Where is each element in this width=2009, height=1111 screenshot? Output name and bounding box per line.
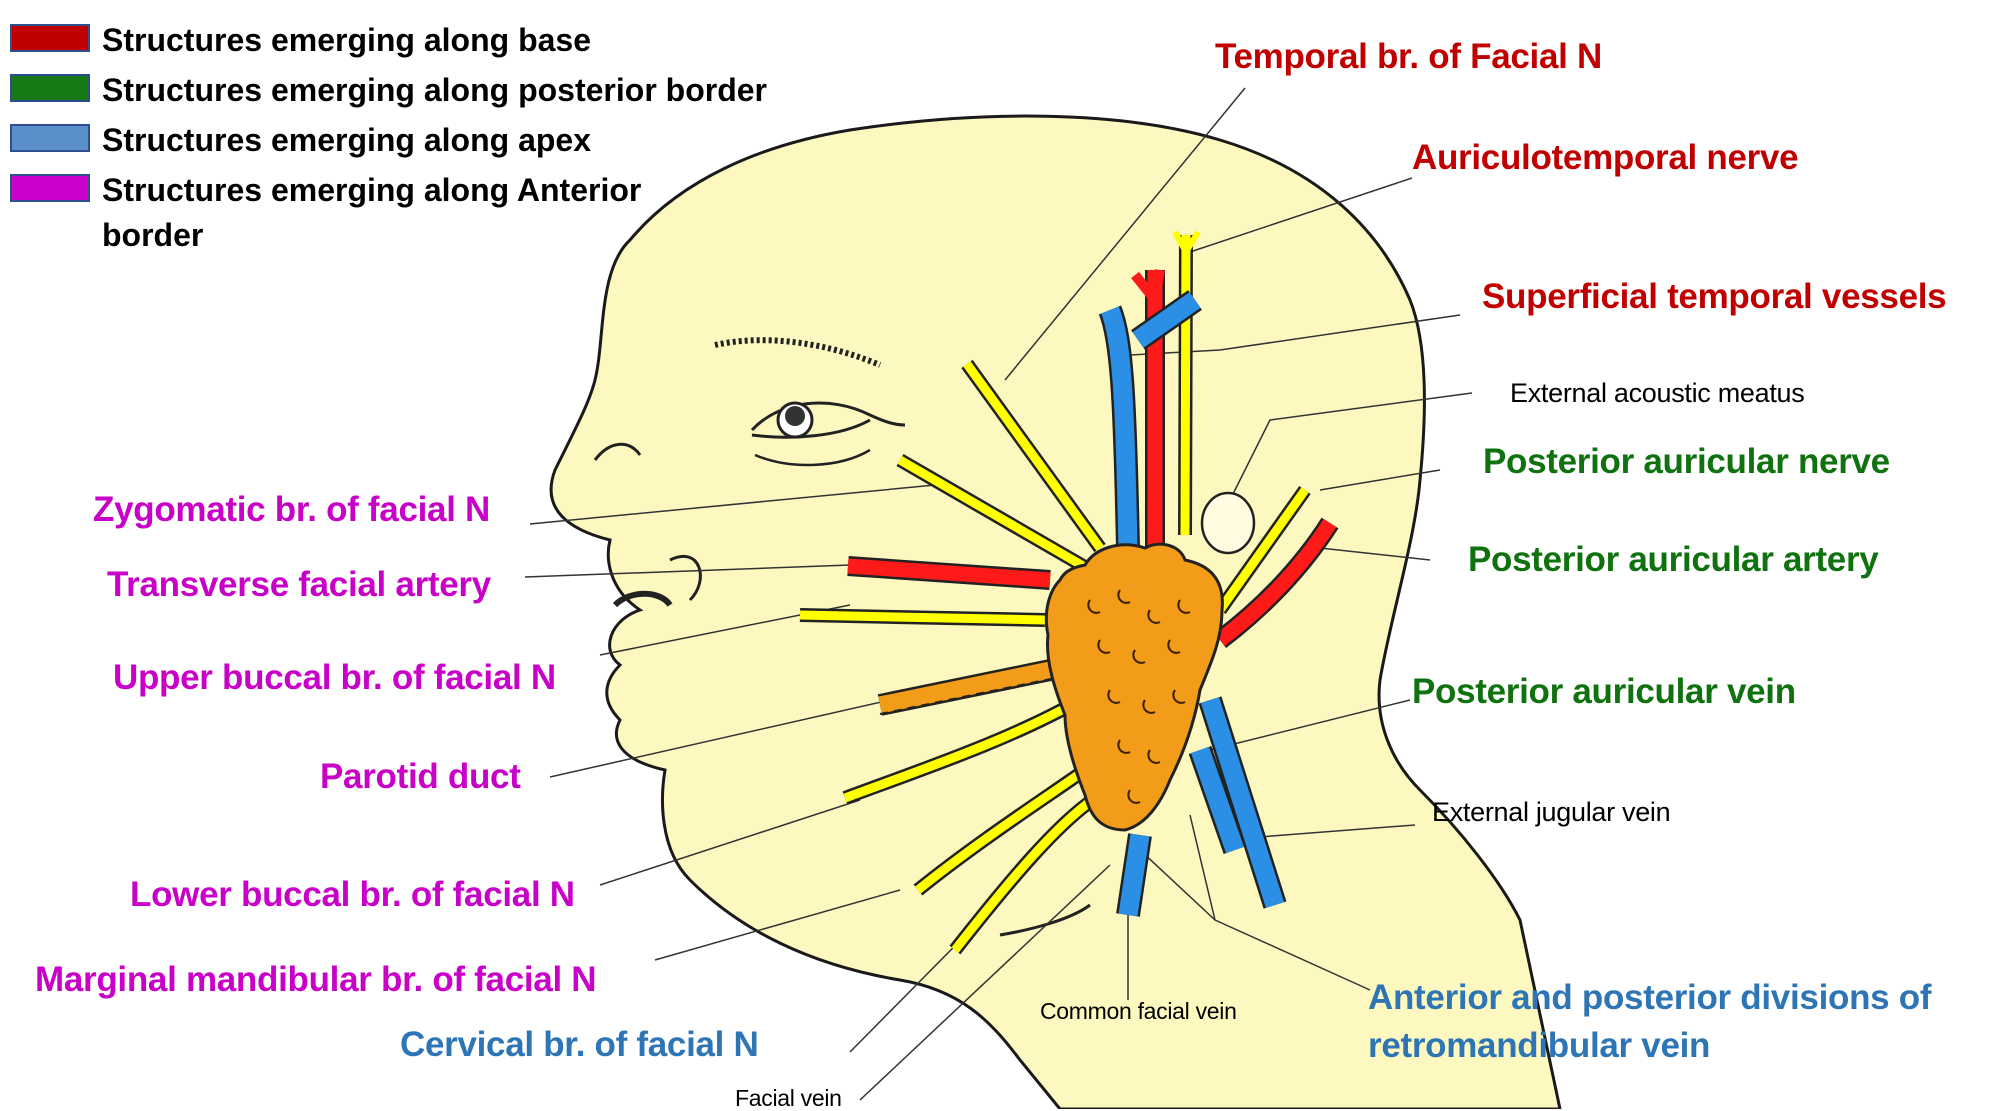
label-superficial-temporal-vessels: Superficial temporal vessels <box>1482 277 1947 316</box>
gland-texture <box>1087 589 1191 804</box>
label-posterior-auricular-artery: Posterior auricular artery <box>1468 540 1879 579</box>
transverse-facial-artery <box>847 558 1051 588</box>
parotid-duct-fill <box>878 659 1062 714</box>
leader-retromandibular-2 <box>1139 849 1216 921</box>
upper-buccal-nerve <box>799 610 1046 625</box>
external-acoustic-meatus <box>1200 491 1256 555</box>
legend-swatch-apex <box>10 124 90 152</box>
legend-item-posterior: Structures emerging along posterior bord… <box>10 68 767 118</box>
label-posterior-auricular-nerve: Posterior auricular nerve <box>1483 442 1890 481</box>
superficial-temporal-artery-fork <box>1131 269 1165 312</box>
far-eye <box>593 442 642 461</box>
legend: Structures emerging along base Structure… <box>10 18 767 259</box>
temporal-nerve <box>963 361 1104 551</box>
leader-auriculotemporal <box>1189 177 1413 253</box>
nose-ala <box>669 554 702 602</box>
label-cervical-branch: Cervical br. of facial N <box>400 1025 759 1064</box>
leader-external-acoustic <box>1229 392 1473 501</box>
label-posterior-auricular-vein: Posterior auricular vein <box>1412 672 1796 711</box>
eye-lower-lid <box>751 418 871 439</box>
posterior-auricular-artery <box>1215 518 1337 646</box>
label-zygomatic-branch: Zygomatic br. of facial N <box>93 490 491 529</box>
leader-zygomatic <box>529 484 936 525</box>
label-external-acoustic-meatus: External acoustic meatus <box>1510 378 1805 408</box>
nostril <box>612 590 673 608</box>
label-parotid-duct: Parotid duct <box>320 757 521 796</box>
legend-item-base: Structures emerging along base <box>10 18 767 68</box>
veins <box>1098 290 1287 917</box>
leader-transverse <box>524 564 851 578</box>
common-facial-vein-stump <box>1118 833 1150 917</box>
legend-label: Structures emerging along base <box>102 22 592 58</box>
marginal-mandibular-nerve <box>915 766 1088 894</box>
posterior-auricular-vein <box>1191 746 1244 854</box>
label-retromandibular-vein: Anterior and posterior divisions of retr… <box>1368 978 1932 1066</box>
eye-upper-lid <box>750 401 906 432</box>
leader-parotid-duct <box>549 699 891 778</box>
leader-temporal <box>1004 87 1246 381</box>
external-jugular-vein <box>1200 697 1285 908</box>
eye-pupil <box>785 406 805 426</box>
legend-swatch-anterior <box>10 174 90 202</box>
label-facial-vein: Facial vein <box>735 1085 842 1111</box>
label-marginal-mandibular-branch: Marginal mandibular br. of facial N <box>35 960 597 999</box>
auriculotemporal-fork <box>1172 230 1201 259</box>
eyebrow <box>714 337 882 368</box>
leader-post-aur-artery <box>1319 547 1431 561</box>
eye-bag <box>754 448 871 467</box>
label-upper-buccal-branch: Upper buccal br. of facial N <box>113 658 556 697</box>
posterior-auricular-nerve <box>1216 487 1309 613</box>
legend-label: Structures emerging along Anterior borde… <box>102 172 642 254</box>
superficial-temporal-vein-branch <box>1132 292 1201 348</box>
label-auriculotemporal-nerve: Auriculotemporal nerve <box>1412 138 1799 177</box>
label-transverse-facial-artery: Transverse facial artery <box>107 565 491 604</box>
legend-swatch-base <box>10 24 90 52</box>
label-temporal-branch: Temporal br. of Facial N <box>1215 37 1602 76</box>
legend-swatch-posterior <box>10 74 90 102</box>
label-external-jugular-vein: External jugular vein <box>1432 797 1671 827</box>
jaw-line <box>999 903 1091 937</box>
legend-item-anterior: Structures emerging along Anterior borde… <box>10 168 767 259</box>
leader-post-aur-nerve <box>1319 469 1441 491</box>
leader-facial-vein <box>859 864 1111 1101</box>
facial-nerve-branches <box>799 230 1311 955</box>
lower-buccal-nerve <box>843 696 1083 803</box>
label-common-facial-vein: Common facial vein <box>1040 998 1237 1024</box>
leader-post-aur-vein <box>1209 699 1411 751</box>
legend-label: Structures emerging along apex <box>102 122 592 158</box>
superficial-temporal-vein <box>1101 306 1138 551</box>
zygomatic-nerve <box>897 456 1093 574</box>
parotid-gland <box>1044 542 1224 832</box>
parotid-duct-dash <box>879 676 1061 715</box>
leader-lower-buccal <box>599 799 861 886</box>
label-lower-buccal-branch: Lower buccal br. of facial N <box>130 875 575 914</box>
auriculotemporal-nerve <box>1180 234 1191 536</box>
legend-item-apex: Structures emerging along apex <box>10 118 767 168</box>
leader-marginal <box>654 889 901 961</box>
cervical-nerve <box>951 791 1103 953</box>
legend-label: Structures emerging along posterior bord… <box>102 72 767 108</box>
